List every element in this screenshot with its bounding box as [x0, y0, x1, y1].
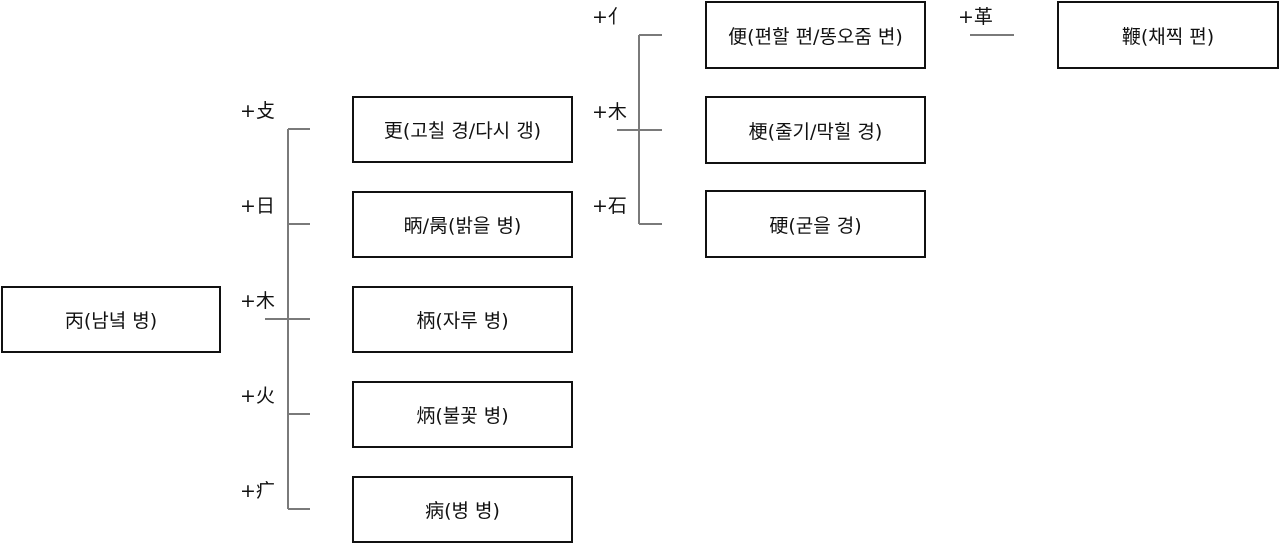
level2-node-1-label: 便(편할 편/똥오줌 변) — [728, 25, 903, 48]
level1-node-1-label: 更(고칠 경/다시 갱) — [383, 120, 542, 142]
radical-label-level3-1: +革 — [958, 6, 993, 28]
level3-node-1-label: 鞭(채찍 편) — [1121, 25, 1215, 48]
radical-label-level2-3: +石 — [592, 195, 627, 217]
level2-node-1: 便(편할 편/똥오줌 변) — [705, 1, 926, 69]
level1-node-4-label: 炳(불꽃 병) — [416, 405, 509, 427]
level2-node-3: 硬(굳을 경) — [705, 190, 926, 258]
level3-node-1: 鞭(채찍 편) — [1057, 1, 1279, 69]
root-node: 丙(남녘 병) — [1, 286, 221, 353]
level2-node-3-label: 硬(굳을 경) — [769, 214, 862, 237]
radical-label-level1-5: +疒 — [240, 480, 275, 502]
radical-label-level1-1: +攴 — [240, 100, 275, 122]
radical-label-level1-3: +木 — [240, 290, 275, 312]
level1-node-3: 柄(자루 병) — [352, 286, 573, 353]
level2-node-2: 梗(줄기/막힐 경) — [705, 96, 926, 164]
level1-node-4: 炳(불꽃 병) — [352, 381, 573, 448]
level1-node-2-label: 昞/昺(밝을 병) — [403, 215, 522, 237]
level2-node-2-label: 梗(줄기/막힐 경) — [748, 120, 883, 143]
level1-node-1: 更(고칠 경/다시 갱) — [352, 96, 573, 163]
radical-label-level1-4: +火 — [240, 385, 275, 407]
radical-label-level2-2: +木 — [592, 101, 627, 123]
root-node-label: 丙(남녘 병) — [64, 310, 158, 332]
level1-node-2: 昞/昺(밝을 병) — [352, 191, 573, 258]
radical-label-level2-1: +亻 — [592, 6, 627, 28]
level1-node-5: 病(병 병) — [352, 476, 573, 543]
level1-node-5-label: 病(병 병) — [425, 500, 500, 522]
level1-node-3-label: 柄(자루 병) — [416, 310, 509, 332]
radical-label-level1-2: +日 — [240, 195, 275, 217]
